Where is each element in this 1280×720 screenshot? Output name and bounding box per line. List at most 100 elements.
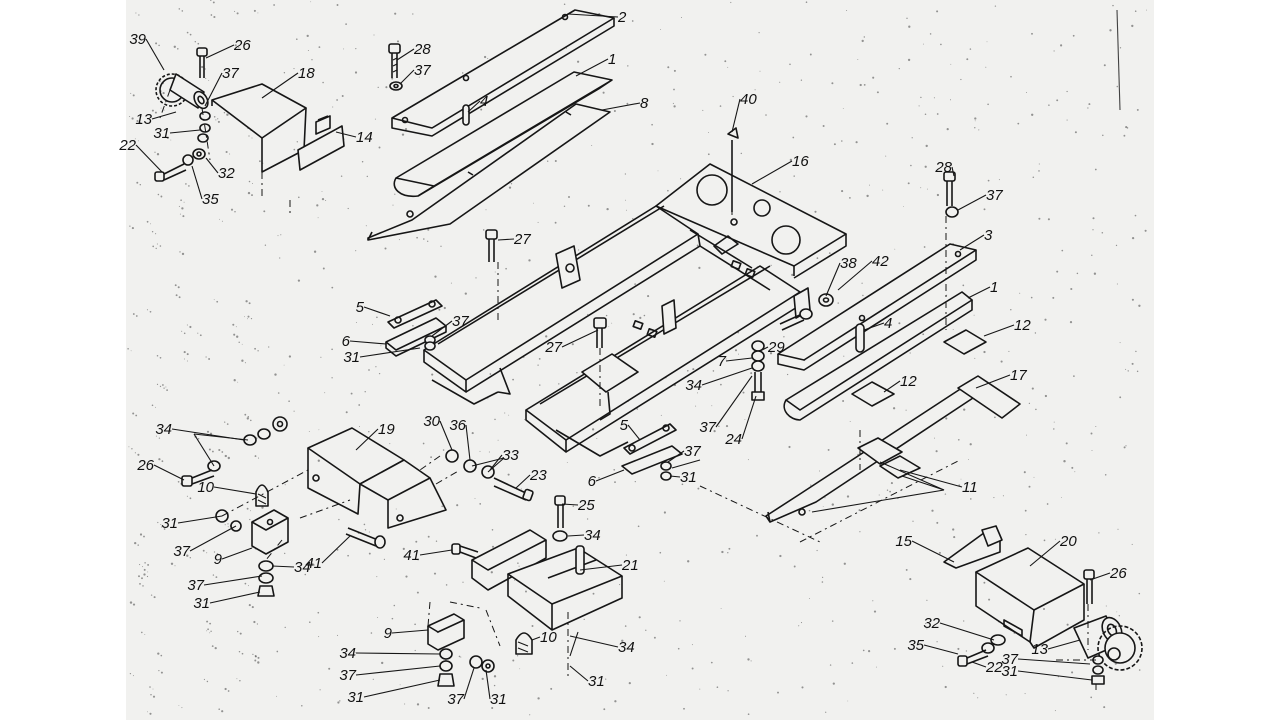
speck [257, 656, 260, 659]
speck [385, 86, 388, 89]
speck [531, 625, 534, 627]
speck [456, 504, 459, 507]
speck [1031, 113, 1034, 116]
callout-label-41: 41 [403, 547, 420, 564]
speck [331, 348, 333, 351]
speck [909, 578, 912, 581]
speck [591, 145, 593, 146]
speck [1024, 509, 1027, 512]
speck [197, 437, 200, 440]
speck [249, 518, 251, 521]
speck [1005, 694, 1007, 696]
speck [1119, 396, 1122, 399]
leader-line-extra [569, 631, 579, 657]
speck [538, 357, 541, 360]
speck [234, 210, 236, 213]
speck [942, 665, 944, 667]
speck [605, 314, 608, 317]
speck [667, 66, 670, 69]
callout-label-34: 34 [155, 421, 172, 438]
speck [248, 180, 251, 183]
speck [847, 700, 849, 702]
speck [789, 63, 791, 66]
speck [174, 284, 177, 287]
speck [412, 13, 414, 15]
speck [1134, 10, 1137, 12]
speck [174, 565, 176, 567]
speck [725, 425, 729, 428]
speck [247, 191, 251, 195]
speck [1032, 176, 1035, 178]
speck [1112, 4, 1114, 7]
speck [230, 208, 234, 211]
speck [189, 33, 192, 36]
speck [1054, 710, 1056, 712]
speck [324, 392, 326, 394]
speck [152, 688, 154, 690]
speck [318, 636, 320, 638]
leader-line-c37e [715, 375, 753, 428]
speck [139, 583, 141, 585]
speck [908, 25, 911, 28]
speck [149, 686, 151, 688]
speck [183, 201, 185, 203]
callout-label-14: 14 [356, 129, 373, 146]
speck [783, 336, 785, 338]
speck [698, 266, 701, 269]
speck [1095, 425, 1097, 428]
leader-line-extra [193, 433, 249, 441]
speck [431, 373, 434, 376]
speck [1010, 308, 1012, 311]
speck [792, 136, 795, 139]
speck [368, 369, 370, 371]
speck [849, 197, 851, 199]
speck [241, 652, 244, 655]
speck [134, 541, 137, 545]
callout-label-13: 13 [1031, 641, 1048, 658]
speck [251, 194, 253, 197]
speck [861, 39, 864, 43]
speck [1072, 34, 1075, 37]
speck [183, 351, 186, 354]
speck [679, 620, 681, 622]
speck [254, 659, 257, 662]
speck [279, 257, 281, 259]
leader-line-c34d [567, 534, 585, 537]
speck [809, 53, 812, 56]
speck [1109, 29, 1112, 32]
speck [479, 503, 482, 505]
speck [160, 195, 163, 198]
speck [789, 158, 793, 162]
callout-label-8: 8 [640, 95, 649, 112]
speck [150, 594, 153, 596]
callout-label-34: 34 [685, 377, 702, 394]
speck [550, 687, 553, 690]
speck [1044, 318, 1047, 321]
speck [873, 610, 877, 613]
speck [571, 343, 574, 346]
speck [808, 509, 811, 512]
speck [793, 175, 795, 177]
speck [1103, 64, 1106, 67]
speck [494, 271, 496, 273]
speck [946, 127, 949, 131]
speck [179, 251, 181, 253]
speck [427, 228, 430, 231]
leader-line-c37i [203, 575, 263, 586]
washer-part-37-right [945, 206, 959, 218]
speck [886, 122, 889, 125]
leader-line-c8 [601, 102, 641, 111]
leader-line-c32b [939, 622, 995, 641]
speck [1101, 231, 1104, 234]
speck [149, 712, 152, 715]
speck [632, 313, 635, 316]
speck [445, 584, 448, 586]
leader-line-c26a [205, 44, 235, 59]
washers-left-group [207, 416, 288, 472]
speck [144, 562, 146, 564]
speck [1023, 471, 1026, 474]
speck [186, 495, 188, 497]
speck [238, 341, 240, 344]
nut-stack-bottom [437, 648, 495, 687]
speck [1017, 122, 1020, 125]
